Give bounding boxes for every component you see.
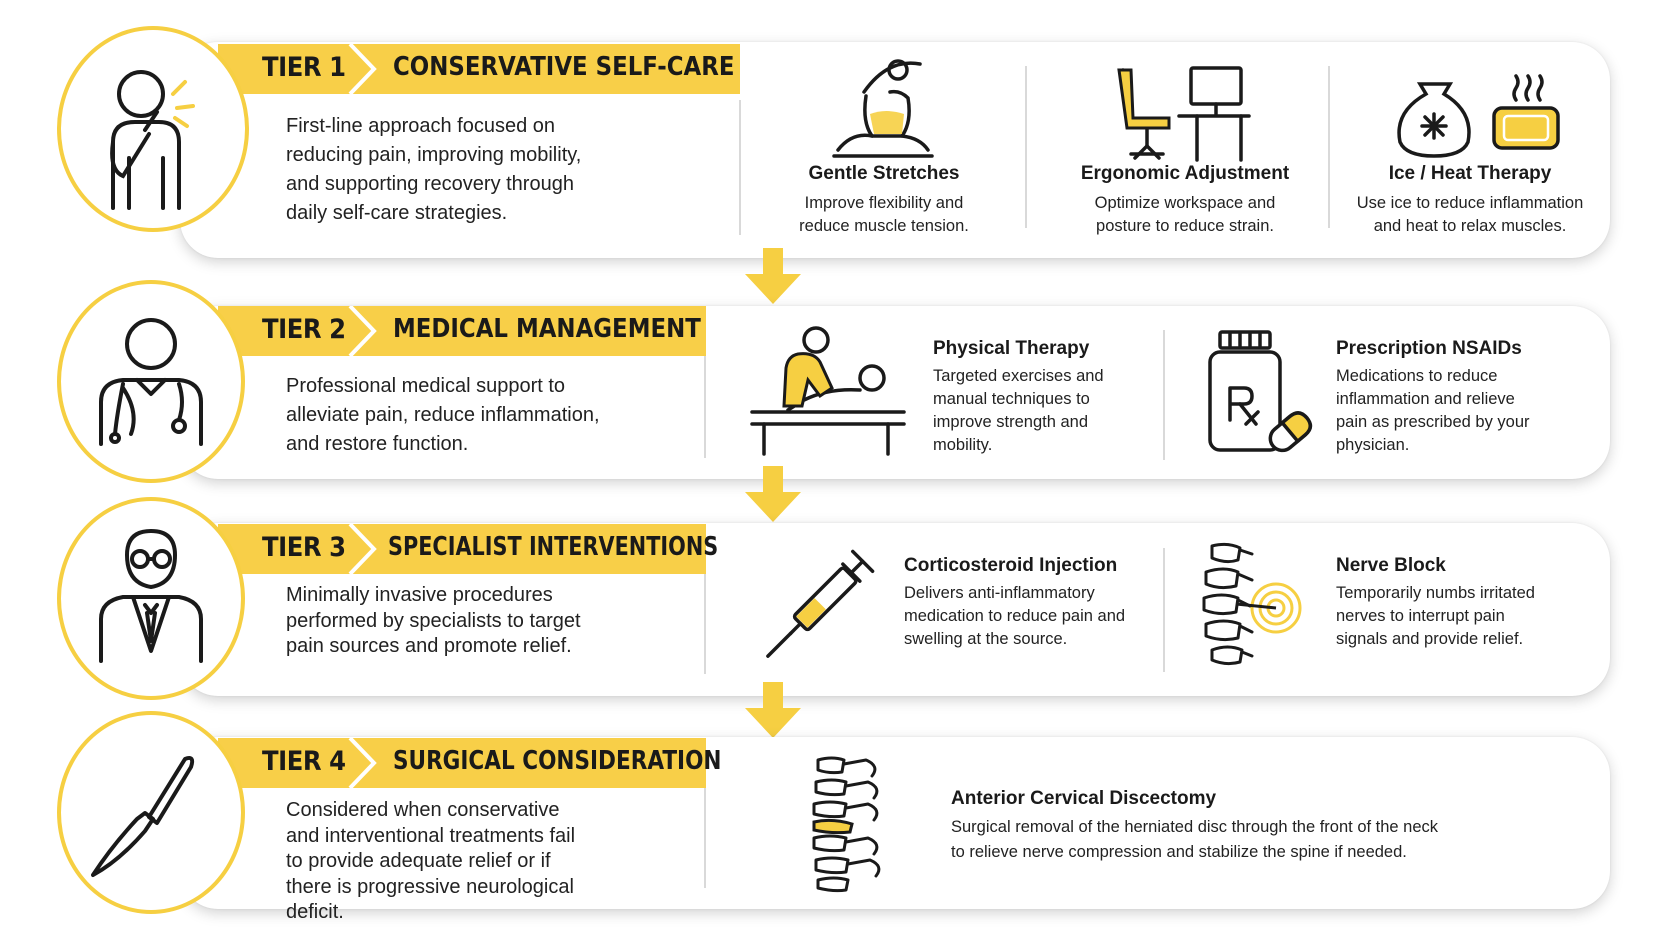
syringe-icon (766, 549, 875, 658)
tier-2-title: MEDICAL MANAGEMENT (393, 314, 701, 344)
arrow-down-3 (745, 682, 801, 738)
tier-3-banner (218, 524, 706, 574)
option-nerve-block-name: Nerve Block (1336, 555, 1446, 576)
tier-4-chevron (348, 738, 377, 788)
tier-4-label: TIER 4 (262, 746, 346, 777)
tier-3-chevron (348, 524, 377, 574)
tier-3-divider (704, 574, 706, 674)
tier-4-divider (704, 788, 706, 888)
tier-2-icon-circle (57, 280, 245, 483)
tier-2-divider (704, 356, 706, 458)
tier-2-chevron (348, 306, 377, 356)
option-ice-heat-therapy-name: Ice / Heat Therapy (1388, 163, 1552, 184)
neck-pain-person-icon (110, 70, 195, 210)
option-physical-therapy-name: Physical Therapy (933, 338, 1090, 359)
scalpel-icon (91, 756, 195, 877)
tier-4-icon-circle (57, 711, 245, 914)
option-corticosteroid-injection-name: Corticosteroid Injection (904, 555, 1118, 576)
tier-1-chevron (348, 44, 377, 94)
option-gentle-stretches-text: Improve flexibility and reduce muscle te… (799, 194, 969, 235)
option-prescription-nsaids-text: Medications to reduce inflammation and r… (1336, 367, 1530, 454)
tier-1-option-divider-1 (1025, 66, 1027, 228)
physical-therapy-icon (750, 326, 906, 456)
tier-3-icon-circle (57, 497, 245, 700)
option-ergonomic-adjustment-name: Ergonomic Adjustment (1080, 163, 1290, 184)
tier-4-description: Considered when conservative and interve… (286, 799, 576, 923)
option-anterior-cervical-discectomy-name: Anterior Cervical Discectomy (951, 788, 1217, 809)
tier-1-option-divider-2 (1328, 66, 1330, 228)
option-gentle-stretches-name: Gentle Stretches (808, 163, 960, 184)
tier-2-description: Professional medical support to alleviat… (286, 375, 600, 455)
tier-1-icon-circle (57, 26, 249, 232)
tier-1-divider (739, 100, 741, 235)
arrow-down-2 (745, 466, 801, 522)
tier-3-title: SPECIALIST INTERVENTIONS (388, 532, 719, 562)
tier-4-banner (218, 738, 706, 788)
doctor-stethoscope-icon (99, 318, 203, 446)
tier-3-description: Minimally invasive procedures performed … (286, 584, 581, 657)
tier-1-label: TIER 1 (262, 52, 346, 83)
tier-1-description: First-line approach focused on reducing … (286, 115, 582, 224)
tier-4-title: SURGICAL CONSIDERATION (393, 746, 722, 776)
specialist-doctor-icon (99, 529, 203, 663)
tier-2-label: TIER 2 (262, 314, 346, 345)
option-ergonomic-adjustment-text: Optimize workspace and posture to reduce… (1094, 194, 1276, 235)
tier-3-label: TIER 3 (262, 532, 346, 563)
option-ice-heat-therapy-text: Use ice to reduce inflammation and heat … (1356, 194, 1584, 235)
prescription-bottle-icon (1208, 330, 1313, 453)
stretching-person-icon (832, 59, 934, 158)
tier-2-option-divider (1163, 330, 1165, 460)
cervical-spine-icon (812, 756, 881, 893)
option-prescription-nsaids-name: Prescription NSAIDs (1336, 338, 1522, 359)
option-physical-therapy-text: Targeted exercises and manual techniques… (933, 367, 1104, 454)
tier-1-title: CONSERVATIVE SELF-CARE (393, 52, 735, 82)
spine-nerve-target-icon (1202, 542, 1302, 666)
option-anterior-cervical-discectomy-text: Surgical removal of the herniated disc t… (951, 818, 1439, 861)
ice-pack-heat-pad-icon (1397, 74, 1560, 158)
option-corticosteroid-injection-text: Delivers anti-inflammatory medication to… (904, 584, 1126, 648)
office-chair-desk-icon (1117, 66, 1251, 162)
tier-1-banner (218, 44, 740, 94)
tier-2-banner (218, 306, 706, 356)
option-nerve-block-text: Temporarily numbs irritated nerves to in… (1336, 584, 1535, 648)
arrow-down-1 (745, 248, 801, 304)
tier-3-option-divider (1163, 548, 1165, 672)
